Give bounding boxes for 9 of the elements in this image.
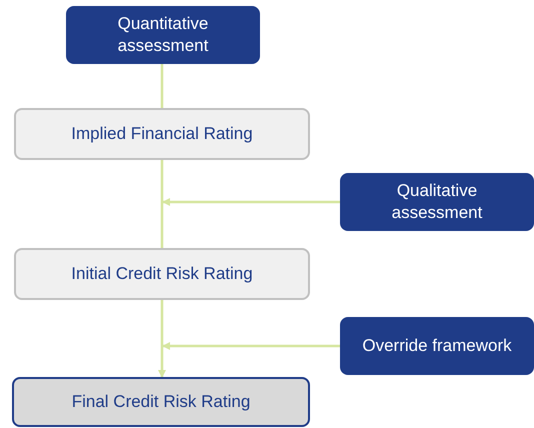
result-box: Final Credit Risk Rating	[12, 377, 310, 427]
process-box: Initial Credit Risk Rating	[14, 248, 310, 300]
input-box: Quantitative assessment	[66, 6, 260, 64]
input-box: Qualitative assessment	[340, 173, 534, 231]
input-box: Override framework	[340, 317, 534, 375]
connector-arrow	[162, 342, 340, 350]
connector-arrow	[162, 198, 340, 206]
connector-arrow	[158, 300, 166, 378]
process-box: Implied Financial Rating	[14, 108, 310, 160]
